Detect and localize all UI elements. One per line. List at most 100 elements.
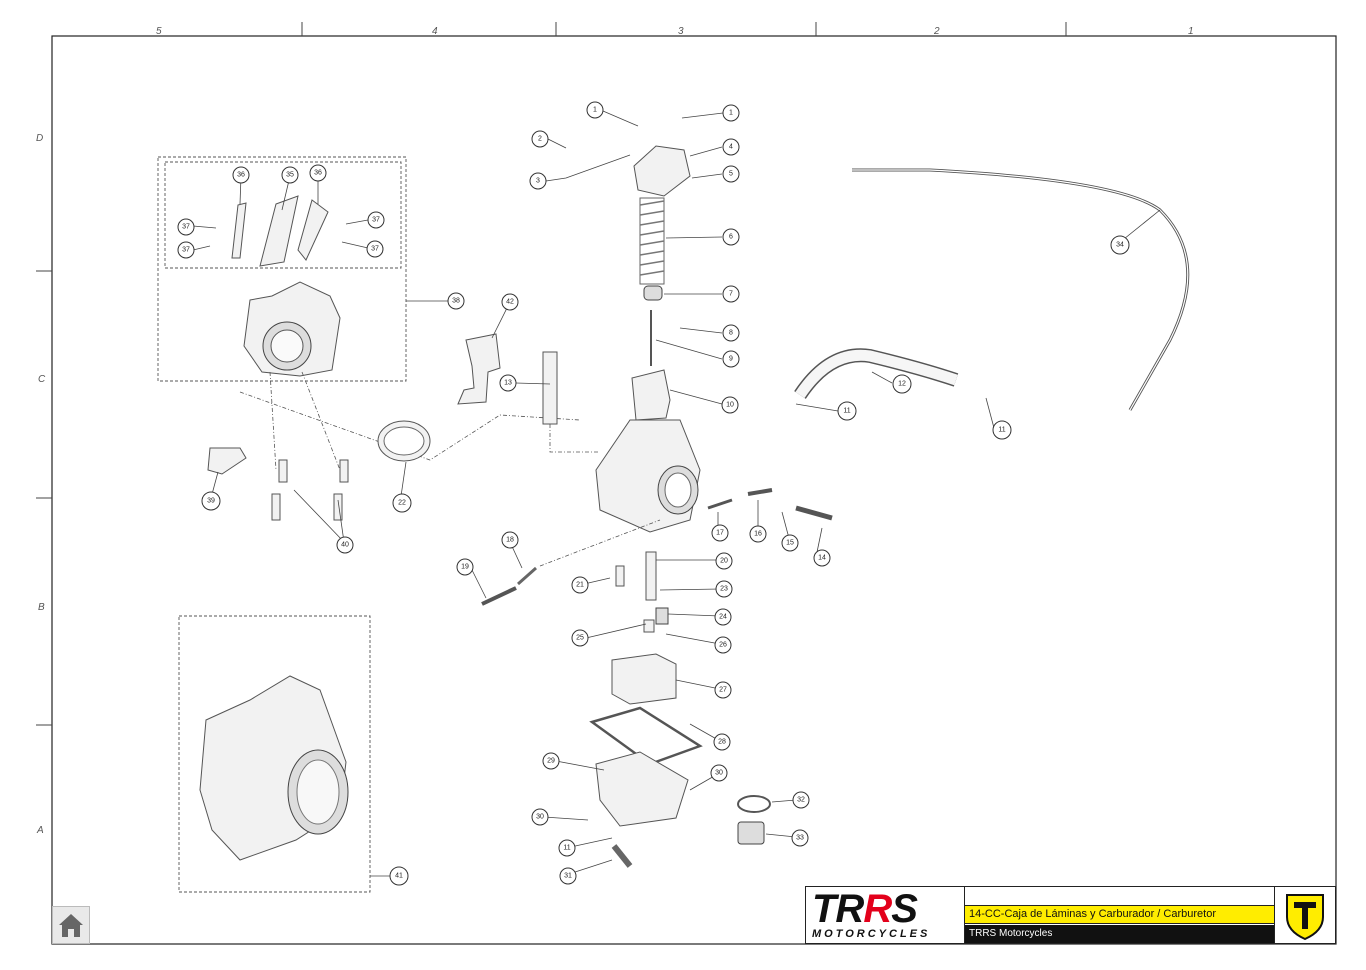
float-bowl-gasket-part [589, 706, 703, 766]
brand-logo-subtitle: MOTORCYCLES [812, 928, 931, 940]
svg-text:9: 9 [729, 356, 733, 363]
drawing-title: 14-CC-Caja de Láminas y Carburador / Car… [965, 905, 1274, 924]
brand-logo: TRRS MOTORCYCLES [806, 887, 965, 943]
grid-row-label: D [36, 133, 43, 144]
callout-40: 40 [336, 536, 354, 554]
reed-petal-part [259, 195, 299, 267]
svg-text:40: 40 [341, 542, 349, 549]
callout-22: 22 [392, 493, 412, 513]
float-part [611, 653, 677, 705]
callout-14: 14 [813, 549, 831, 567]
bracket-part [207, 447, 247, 475]
svg-text:4: 4 [729, 144, 733, 151]
float-bowl-part [595, 751, 689, 827]
carburetor-inset-box [178, 615, 371, 893]
svg-text:28: 28 [718, 739, 726, 746]
bolt-part [339, 459, 349, 483]
callout-23: 23 [715, 580, 733, 598]
drawing-frame [51, 35, 1337, 945]
bolt-part [333, 493, 343, 521]
svg-text:25: 25 [576, 635, 584, 642]
svg-text:37: 37 [371, 246, 379, 253]
bolt-part [278, 459, 288, 483]
grid-row-label: A [36, 825, 44, 836]
pilot-jet-part [615, 565, 625, 587]
callout-11: 11 [558, 839, 576, 857]
choke-lever-part [457, 333, 501, 405]
callout-13: 13 [499, 374, 517, 392]
callout-36: 36 [309, 164, 327, 182]
grid-col-label: 5 [156, 26, 162, 37]
svg-text:26: 26 [719, 642, 727, 649]
throttle-cable-part [852, 168, 1190, 411]
callout-15: 15 [781, 534, 799, 552]
svg-text:7: 7 [729, 291, 733, 298]
main-jet-part [655, 607, 669, 625]
svg-text:38: 38 [452, 298, 460, 305]
callout-34: 34 [1110, 235, 1130, 255]
grid-col-label: 3 [678, 26, 684, 37]
air-screw-part [481, 586, 517, 606]
trrs-shield-icon [1286, 894, 1324, 941]
bolt-part [271, 493, 281, 521]
svg-text:27: 27 [719, 687, 727, 694]
callout-36: 36 [232, 166, 250, 184]
company-name: TRRS Motorcycles [965, 925, 1274, 943]
drain-hose-part [611, 844, 633, 868]
svg-text:37: 37 [372, 217, 380, 224]
svg-text:3: 3 [536, 178, 540, 185]
callout-31: 31 [559, 867, 577, 885]
grid-row-label: C [38, 374, 46, 385]
grid-col-label: 1 [1188, 26, 1194, 37]
idle-spring-part [747, 488, 773, 496]
callout-28: 28 [713, 733, 731, 751]
svg-text:13: 13 [504, 380, 512, 387]
choke-plunger-part [542, 351, 558, 425]
svg-text:16: 16 [754, 531, 762, 538]
svg-text:32: 32 [797, 797, 805, 804]
callout-18: 18 [501, 531, 519, 549]
svg-text:37: 37 [182, 224, 190, 231]
idle-screw-part [795, 505, 833, 521]
home-button[interactable] [52, 906, 90, 944]
svg-text:15: 15 [786, 540, 794, 547]
svg-text:1: 1 [593, 107, 597, 114]
svg-text:34: 34 [1116, 242, 1124, 249]
svg-text:11: 11 [843, 408, 850, 415]
reed-detail-box [164, 161, 402, 269]
svg-text:1: 1 [729, 110, 733, 117]
svg-text:36: 36 [314, 170, 322, 177]
svg-text:42: 42 [506, 299, 514, 306]
svg-text:21: 21 [576, 582, 584, 589]
svg-text:33: 33 [796, 835, 804, 842]
reed-stopper-part [231, 202, 247, 259]
drain-plug-part [737, 821, 765, 845]
svg-text:30: 30 [715, 770, 723, 777]
callout-12: 12 [892, 374, 912, 394]
callout-10: 10 [721, 396, 739, 414]
callout-35: 35 [281, 166, 299, 184]
callout-11: 11 [992, 420, 1012, 440]
callout-2: 2 [531, 130, 549, 148]
spring-seat-part [643, 285, 663, 301]
callout-29: 29 [542, 752, 560, 770]
svg-text:20: 20 [720, 558, 728, 565]
reed-assembly-box [157, 156, 407, 382]
callout-11: 11 [837, 401, 857, 421]
callout-42: 42 [501, 293, 519, 311]
callout-1: 1 [586, 101, 604, 119]
callout-37: 37 [366, 240, 384, 258]
callout-37: 37 [177, 241, 195, 259]
svg-text:29: 29 [547, 758, 555, 765]
carb-cap-part [633, 145, 691, 197]
emblem-cell [1274, 887, 1336, 943]
grid-row-label: B [38, 602, 45, 613]
callout-38: 38 [447, 292, 465, 310]
callout-20: 20 [715, 552, 733, 570]
callout-30: 30 [710, 764, 728, 782]
svg-text:31: 31 [564, 873, 572, 880]
callout-5: 5 [722, 165, 740, 183]
callout-3: 3 [529, 172, 547, 190]
svg-text:19: 19 [461, 564, 469, 571]
